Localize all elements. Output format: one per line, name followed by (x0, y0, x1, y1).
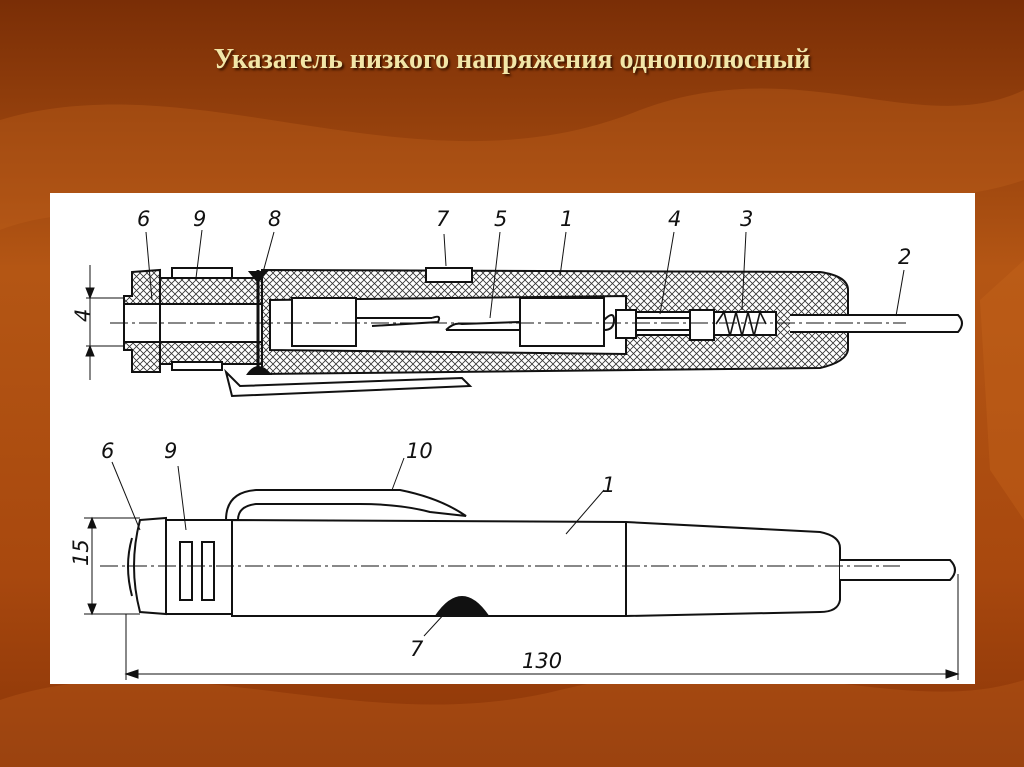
callout-10: 10 (406, 439, 433, 463)
sleeve-slot-top (171, 267, 233, 279)
callout-5: 5 (494, 207, 507, 231)
spring-3 (715, 309, 767, 337)
contact-head-bottom (246, 366, 273, 375)
button-7 (434, 596, 490, 617)
side-view (84, 457, 960, 680)
screw-pocket (425, 267, 473, 283)
clip-section (224, 368, 473, 398)
callout-4: 4 (668, 207, 681, 231)
clip-10 (224, 489, 467, 521)
resistor (689, 309, 715, 341)
section-callouts: 6 9 8 7 5 1 4 3 2 4 (71, 207, 911, 322)
callout-8: 8 (268, 207, 281, 231)
callout-7: 7 (436, 207, 450, 231)
tester-diagram: 6 9 8 7 5 1 4 3 2 4 (69, 207, 963, 680)
callout-1: 1 (560, 207, 573, 231)
callout-2: 2 (898, 245, 911, 269)
lamp-electrode-right (519, 297, 605, 347)
callout-9-side: 9 (164, 439, 177, 463)
callout-3: 3 (740, 207, 753, 231)
callout-9: 9 (193, 207, 206, 231)
body-1 (231, 518, 841, 617)
lamp-electrode-left (291, 297, 357, 347)
callout-7-side: 7 (410, 637, 424, 661)
dimension-4: 4 (71, 309, 95, 322)
sleeve-9 (165, 519, 233, 615)
cap-6 (133, 516, 167, 616)
section-view (85, 229, 963, 398)
side-callouts: 6 9 10 1 7 15 130 (69, 439, 615, 673)
callout-6-side: 6 (101, 439, 114, 463)
diagram-panel: 6 9 8 7 5 1 4 3 2 4 (50, 193, 975, 684)
probe-tip (840, 559, 956, 581)
callout-6: 6 (137, 207, 150, 231)
dimension-15: 15 (69, 539, 93, 566)
sleeve-slot-bottom (171, 361, 223, 371)
slide-title: Указатель низкого напряжения однополюсны… (213, 44, 811, 75)
resistor-contact (615, 309, 637, 339)
dimension-130: 130 (522, 649, 562, 673)
callout-1-side: 1 (602, 473, 615, 497)
